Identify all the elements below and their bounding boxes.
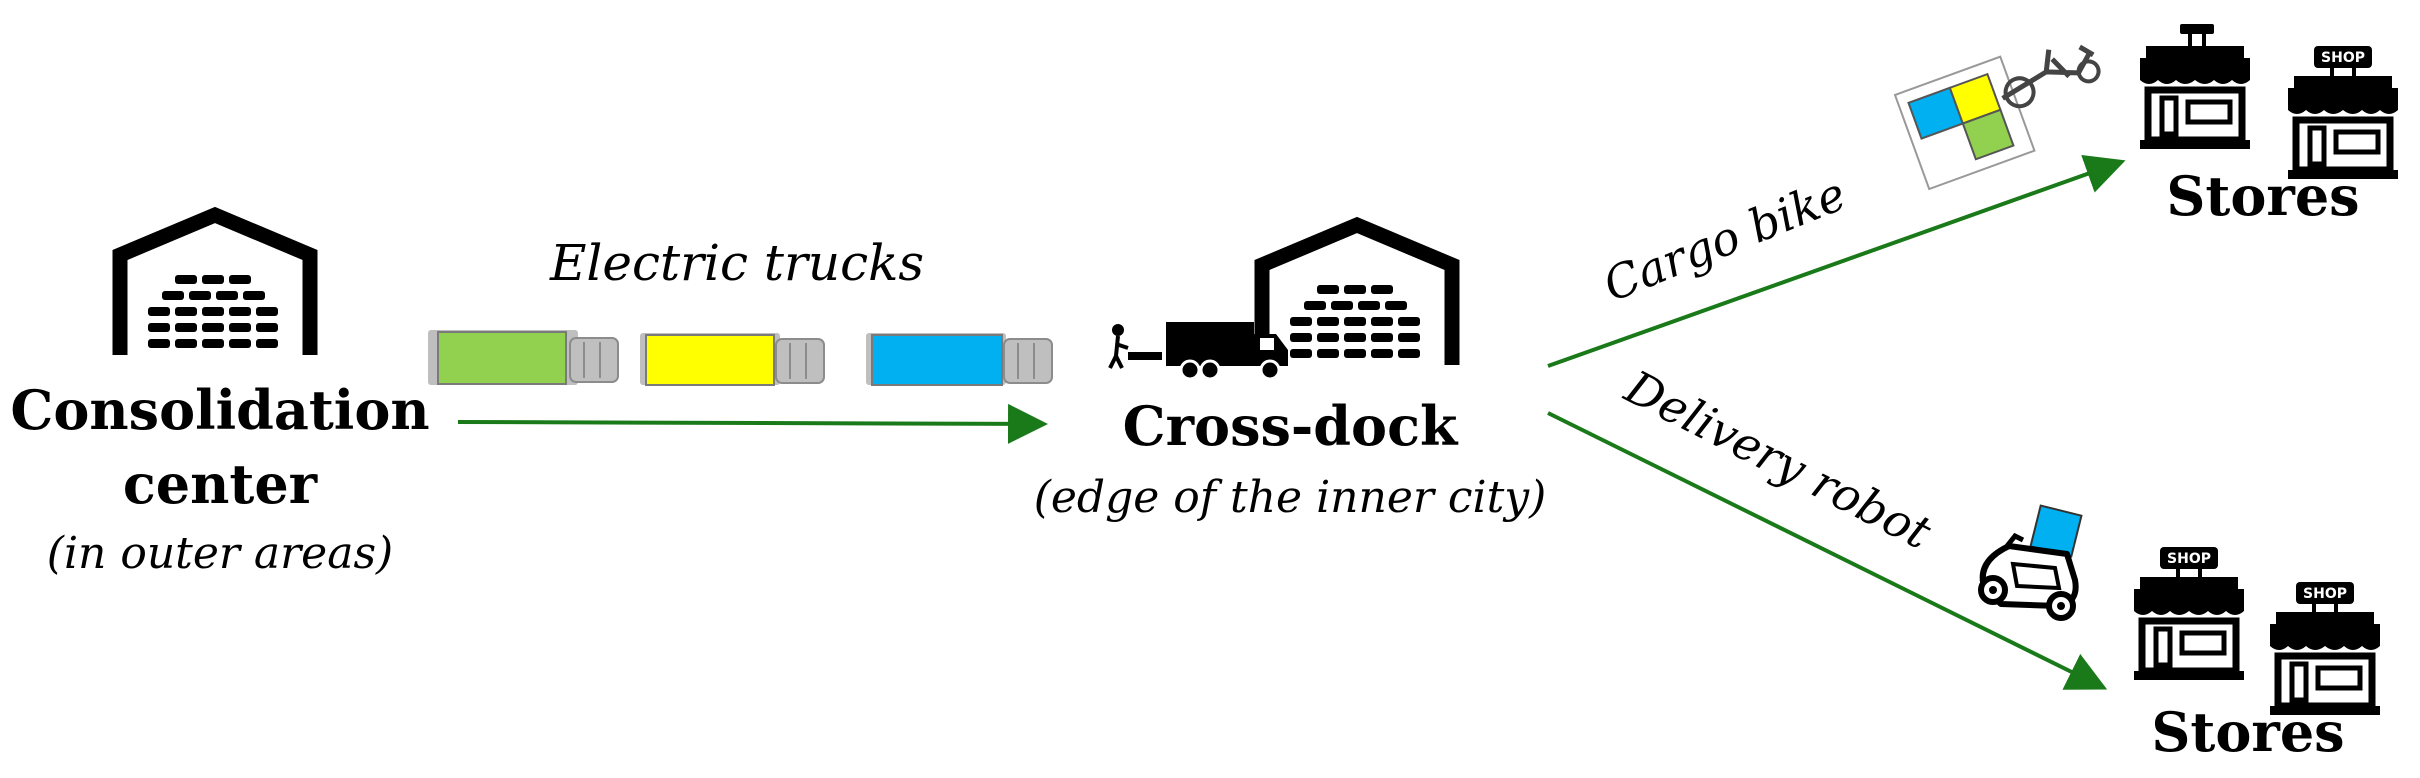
shop-icon-top-right: SHOP [2288,46,2398,179]
shop-sign-text: SHOP [2303,586,2347,602]
crossdock-title: Cross-dock [1122,394,1458,458]
bike-edge-label: Cargo bike [1596,166,1853,312]
shop-sign-text: SHOP [2167,551,2211,567]
shop-icon-top-left [2140,24,2250,149]
consolidation-warehouse-icon [120,215,310,355]
robot-arrow [1547,411,2108,690]
trucks-edge-label: Electric trucks [549,234,925,292]
shop-sign-text: SHOP [2321,50,2365,66]
crossdock-warehouse-icon [1262,225,1452,365]
truck-icon-blue [866,333,1053,386]
consolidation-subtitle: (in outer areas) [46,528,394,579]
trucks-arrow [457,403,1048,444]
shop-icon-bottom-left: SHOP [2134,547,2244,680]
crossdock-subtitle: (edge of the inner city) [1033,472,1547,523]
delivery-robot-icon [1978,504,2083,621]
stores-top-title: Stores [2166,164,2360,228]
shop-icon-bottom-right: SHOP [2270,582,2380,715]
cargo-bike-icon [1893,44,2101,191]
consolidation-title-line1: Consolidation [10,378,430,442]
delivery-truck-icon [1108,322,1288,381]
truck-icon-yellow [640,333,825,386]
truck-icon-green [428,330,619,385]
robot-edge-label: Delivery robot [1616,359,1940,560]
stores-bottom-title: Stores [2151,700,2345,764]
consolidation-title-line2: center [122,452,318,516]
bike-arrow [1547,154,2126,368]
